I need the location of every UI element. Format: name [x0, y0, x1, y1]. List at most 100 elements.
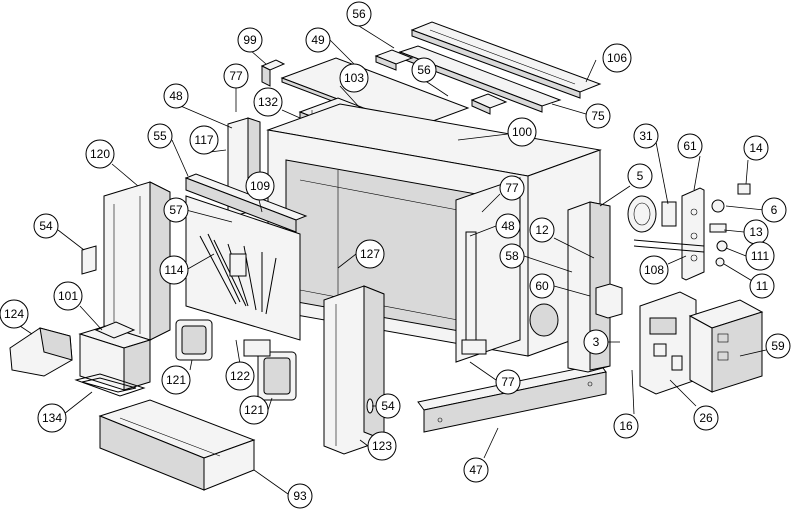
cover-124-part: [9, 327, 73, 377]
callout-label: 101: [58, 289, 78, 303]
callout-57: 57: [163, 197, 233, 223]
callout-label: 103: [344, 71, 364, 85]
callout-label: 122: [230, 369, 250, 383]
callout-label: 114: [164, 263, 183, 277]
callout-121-left: 121: [161, 359, 193, 395]
callout-77-top: 77: [223, 63, 249, 112]
callout-label: 54: [39, 219, 53, 233]
callout-77-mid: 77: [481, 175, 525, 213]
gasket-part: [74, 373, 146, 397]
bracket-56-upper-part: [374, 49, 414, 71]
callout-103: 103: [339, 63, 369, 109]
callout-99: 99: [237, 27, 267, 65]
callout-100: 100: [457, 117, 537, 147]
sleeve-121-right-part: [257, 351, 297, 401]
callout-6: 6: [725, 197, 787, 223]
base-tray-part: [98, 399, 256, 491]
callout-label: 121: [166, 373, 186, 387]
callout-label: 11: [756, 279, 769, 293]
callout-label: 56: [352, 7, 366, 21]
callout-101: 101: [53, 281, 103, 331]
callout-59: 59: [739, 333, 791, 359]
callout-label: 106: [607, 51, 627, 65]
callout-13: 13: [723, 219, 769, 245]
callout-label: 13: [749, 225, 763, 239]
callout-54-left: 54: [33, 213, 85, 251]
sleeve-121-left-part: [175, 319, 213, 361]
callout-label: 77: [505, 181, 519, 195]
callout-label: 48: [169, 89, 183, 103]
callout-111: 111: [725, 241, 775, 271]
callout-label: 124: [4, 307, 24, 321]
callout-label: 77: [501, 375, 515, 389]
callout-124: 124: [0, 299, 33, 335]
callout-117: 117: [189, 125, 227, 155]
callout-48-top: 48: [163, 83, 233, 129]
wire-harness-part: [633, 239, 705, 253]
bracket-99-part: [260, 59, 286, 87]
callout-11: 11: [723, 263, 775, 299]
callout-123: 123: [359, 431, 397, 461]
callout-121-right: 121: [239, 395, 273, 425]
callout-layer: 56 99 49 106 77 56 4: [0, 1, 791, 509]
callout-106: 106: [585, 43, 632, 83]
cross-shelf-part: [184, 173, 308, 233]
callout-120: 120: [85, 139, 139, 187]
callout-26: 26: [669, 379, 719, 431]
callout-114: 114: [159, 253, 215, 285]
callout-label: 26: [699, 411, 713, 425]
callout-48-mid: 48: [469, 213, 521, 239]
callout-127: 127: [337, 239, 385, 269]
callout-label: 5: [637, 169, 644, 183]
callout-label: 127: [360, 247, 380, 261]
callout-label: 75: [591, 109, 605, 123]
callout-label: 60: [535, 279, 549, 293]
callout-label: 134: [42, 411, 62, 425]
bracket-56-lower-part: [470, 93, 508, 115]
callout-31: 31: [633, 123, 669, 205]
callout-14: 14: [743, 135, 769, 185]
callout-label: 48: [501, 219, 515, 233]
callout-75: 75: [551, 103, 611, 129]
callout-5: 5: [599, 163, 653, 207]
callout-54-right: 54: [372, 393, 401, 419]
callout-label: 61: [683, 139, 697, 153]
control-bracket-part: [567, 201, 611, 373]
callout-134: 134: [37, 391, 93, 433]
dial-31-part: [627, 195, 677, 233]
callout-label: 108: [644, 263, 664, 277]
callout-label: 12: [535, 223, 549, 237]
callout-77-bottom: 77: [469, 361, 521, 395]
top-rail-part: [410, 21, 602, 99]
callout-108: 108: [639, 255, 687, 285]
callout-label: 56: [417, 63, 431, 77]
plate-61-part: [681, 187, 705, 281]
callout-109: 109: [245, 171, 275, 213]
callout-60: 60: [529, 273, 591, 299]
callout-61: 61: [677, 133, 703, 191]
callout-label: 77: [229, 69, 243, 83]
callout-56-mid: 56: [411, 57, 449, 97]
callout-label: 93: [293, 489, 307, 503]
callout-label: 58: [505, 249, 519, 263]
callout-58: 58: [499, 243, 573, 273]
side-panel-part: [103, 181, 171, 341]
callout-label: 3: [593, 335, 600, 349]
callout-label: 120: [90, 147, 110, 161]
callout-label: 49: [311, 33, 325, 47]
front-pillar-part: [323, 285, 385, 455]
callout-label: 121: [244, 403, 264, 417]
callout-47: 47: [463, 427, 499, 483]
callout-label: 16: [619, 419, 633, 433]
callout-label: 109: [250, 179, 270, 193]
callout-label: 57: [169, 203, 183, 217]
callout-93: 93: [253, 469, 313, 509]
callout-55: 55: [147, 123, 189, 177]
callout-label: 123: [372, 439, 392, 453]
tube-122-part: [243, 339, 271, 357]
callout-12: 12: [529, 217, 595, 259]
callout-132: 132: [253, 87, 301, 119]
callout-label: 117: [194, 133, 213, 147]
